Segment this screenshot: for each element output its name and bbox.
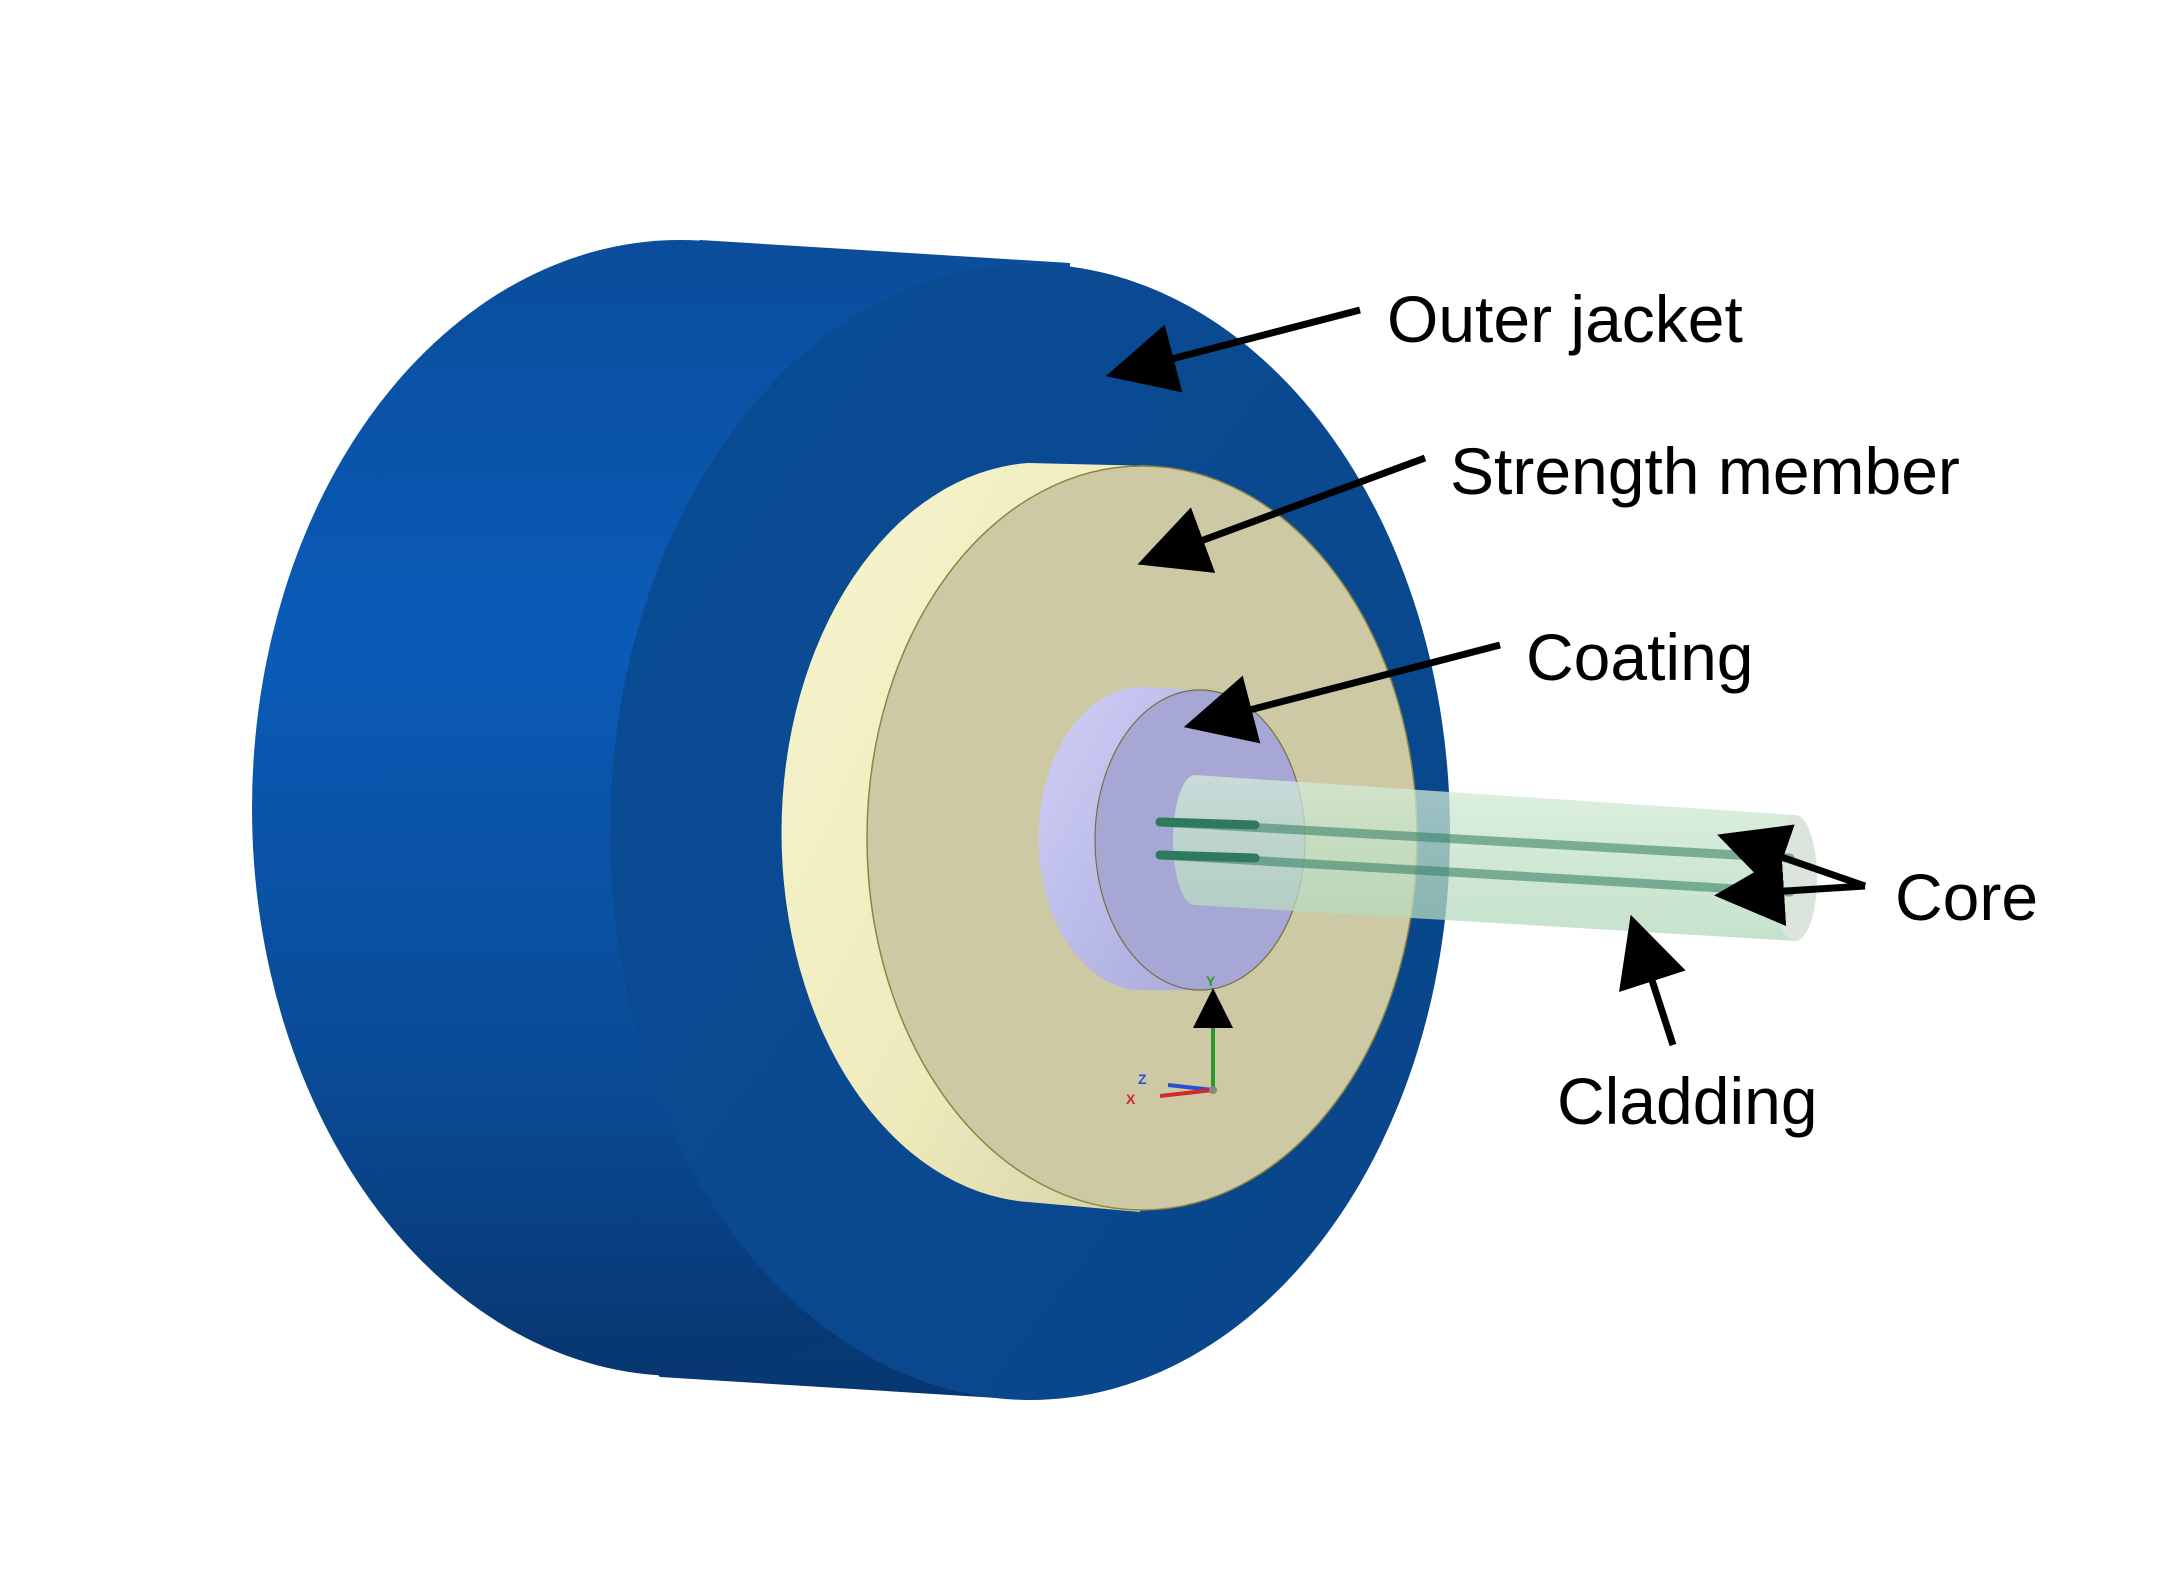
cladding-arrow: [1619, 914, 1686, 1047]
strength-member-arrow: [1137, 454, 1427, 573]
core-label: Core: [1895, 860, 2039, 934]
outer-jacket-arrow: [1105, 306, 1361, 393]
cladding-end-face: [1773, 815, 1817, 941]
core-arrow-lower: [1714, 856, 1866, 927]
strength-member-label: Strength member: [1450, 434, 1960, 508]
triad-x-label: X: [1126, 1091, 1136, 1107]
outer-jacket-label: Outer jacket: [1387, 282, 1743, 356]
core-fiber-lower-visible: [1155, 850, 1260, 863]
triad-y-label: Y: [1206, 973, 1216, 989]
cladding-label: Cladding: [1557, 1064, 1818, 1138]
coordinate-triad: Y Z X: [1126, 973, 1233, 1107]
core: [1155, 817, 1795, 897]
triad-z-label: Z: [1138, 1071, 1147, 1087]
core-fiber-upper: [1155, 817, 1795, 863]
core-fiber-upper-visible: [1155, 817, 1260, 830]
coating-arrow: [1183, 641, 1501, 744]
cladding-tube: [1173, 775, 1817, 941]
coating-label: Coating: [1526, 620, 1754, 694]
callout-arrows: [1105, 306, 1867, 1047]
core-fiber-lower: [1155, 850, 1795, 897]
triad-x-axis: [1159, 1088, 1214, 1098]
triad-origin: [1209, 1086, 1217, 1094]
